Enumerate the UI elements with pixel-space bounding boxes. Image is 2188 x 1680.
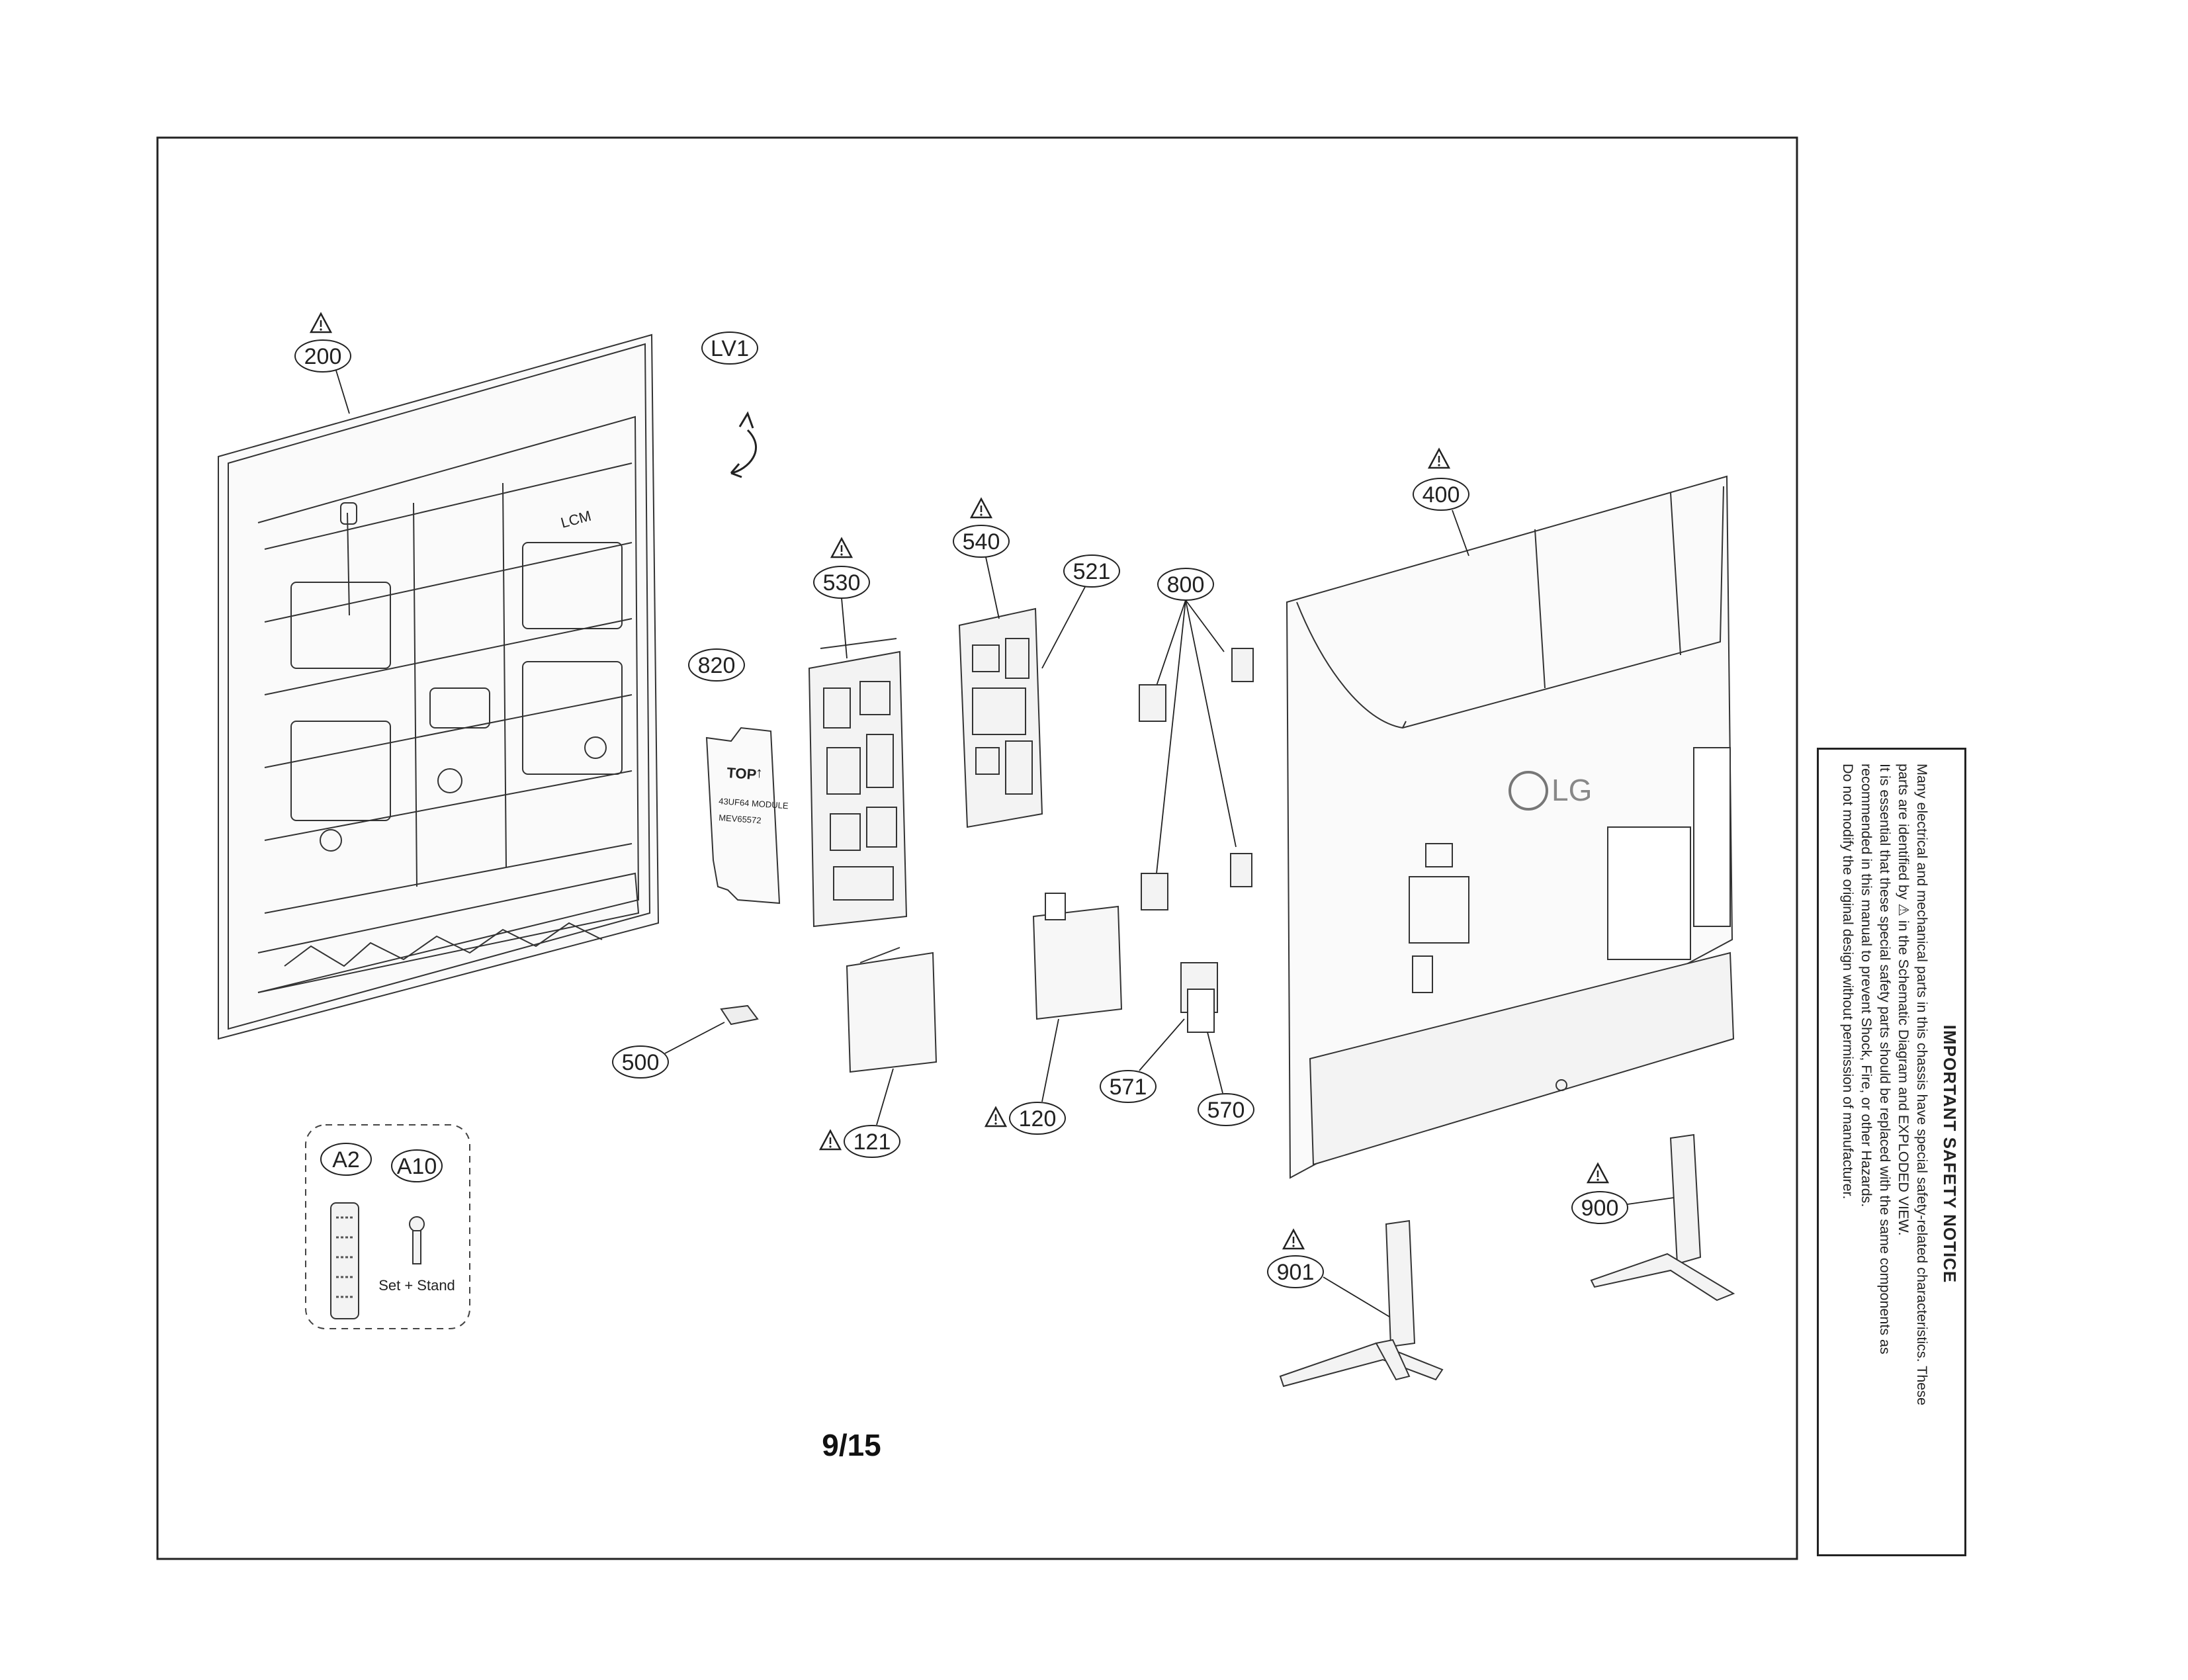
diagram-frame: [156, 136, 1798, 1560]
svg-text:200: 200: [304, 344, 342, 369]
accessories-box: A2 A10 Set + Stand: [305, 1124, 470, 1329]
main-board-540: [958, 607, 1043, 828]
svg-text:121: 121: [853, 1129, 891, 1155]
notice-line: Many electrical and mechanical parts in …: [1914, 764, 1930, 1405]
svg-text:901: 901: [1277, 1260, 1315, 1285]
lg-logo: LG: [1509, 771, 1592, 811]
safety-notice-body: Many electrical and mechanical parts in …: [1839, 764, 1931, 1544]
screw-icon: [409, 1216, 425, 1264]
bracket-800: [1139, 648, 1254, 910]
warning-triangle-icon: [970, 498, 992, 519]
callout-530: 530: [813, 537, 870, 659]
stand-901: 901: [1267, 1219, 1444, 1388]
svg-text:120: 120: [1019, 1106, 1057, 1131]
callout-800: 800: [1154, 568, 1237, 874]
svg-text:500: 500: [622, 1050, 660, 1075]
warning-triangle-icon: [1587, 1163, 1609, 1184]
svg-text:A10: A10: [397, 1154, 437, 1179]
speaker-121: 121: [819, 947, 938, 1158]
warning-triangle-icon: [310, 312, 332, 333]
callout-400: 400: [1413, 448, 1469, 556]
notice-line: It is essential that these special safet…: [1877, 764, 1893, 1354]
svg-text:570: 570: [1207, 1098, 1245, 1123]
svg-text:521: 521: [1073, 559, 1111, 584]
stand-900: 900: [1571, 1133, 1735, 1302]
svg-text:540: 540: [963, 529, 1000, 554]
svg-text:530: 530: [823, 570, 861, 596]
remote-control-icon: [330, 1202, 359, 1319]
warning-triangle-icon: [1282, 1229, 1305, 1250]
warning-triangle-icon: [1428, 448, 1450, 469]
safety-notice-box: IMPORTANT SAFETY NOTICE Many electrical …: [1817, 748, 1966, 1556]
svg-text:571: 571: [1110, 1075, 1147, 1100]
speaker-120: 120: [985, 893, 1123, 1135]
svg-text:800: 800: [1167, 572, 1205, 597]
callout-540: 540: [953, 498, 1010, 619]
warning-triangle-icon: [985, 1106, 1007, 1127]
svg-text:LV1: LV1: [711, 336, 749, 361]
svg-text:820: 820: [698, 653, 736, 678]
jog-switch-570: 571 570: [1100, 962, 1254, 1126]
page-number: 9/15: [822, 1428, 881, 1462]
svg-text:A2: A2: [332, 1147, 360, 1172]
part-500: 500: [612, 1004, 759, 1079]
svg-text:TOP: TOP: [726, 764, 757, 783]
notice-line: Do not modify the original design withou…: [1840, 764, 1856, 1200]
svg-text:900: 900: [1581, 1196, 1619, 1221]
power-board-530: [808, 638, 908, 928]
notice-line: parts are identified by ⚠ in the Schemat…: [1896, 764, 1911, 1236]
callout-200: 200: [294, 312, 351, 414]
safety-notice-title: IMPORTANT SAFETY NOTICE: [1940, 1024, 1960, 1284]
svg-text:MEV65572: MEV65572: [719, 813, 762, 825]
callout-820: 820: [688, 648, 745, 682]
lcm-panel-200: [218, 333, 660, 1040]
accessory-caption: Set + Stand: [378, 1277, 455, 1294]
back-cover-400: [1286, 475, 1735, 1179]
svg-text:400: 400: [1422, 482, 1460, 508]
protective-sheet-820: TOP ↑ 43UF64 MODULE MEV65572: [705, 727, 789, 905]
callout-521: 521: [1041, 554, 1120, 669]
callout-lv1: LV1: [701, 332, 758, 478]
rotate-arrow-icon: [730, 411, 757, 478]
warning-triangle-icon: [830, 537, 853, 558]
warning-triangle-icon: [819, 1129, 842, 1151]
notice-line: recommended in this manual to prevent Sh…: [1859, 764, 1874, 1208]
svg-text:LG: LG: [1552, 773, 1592, 807]
up-arrow-icon: ↑: [756, 764, 763, 781]
svg-text:43UF64 MODULE: 43UF64 MODULE: [719, 796, 789, 811]
